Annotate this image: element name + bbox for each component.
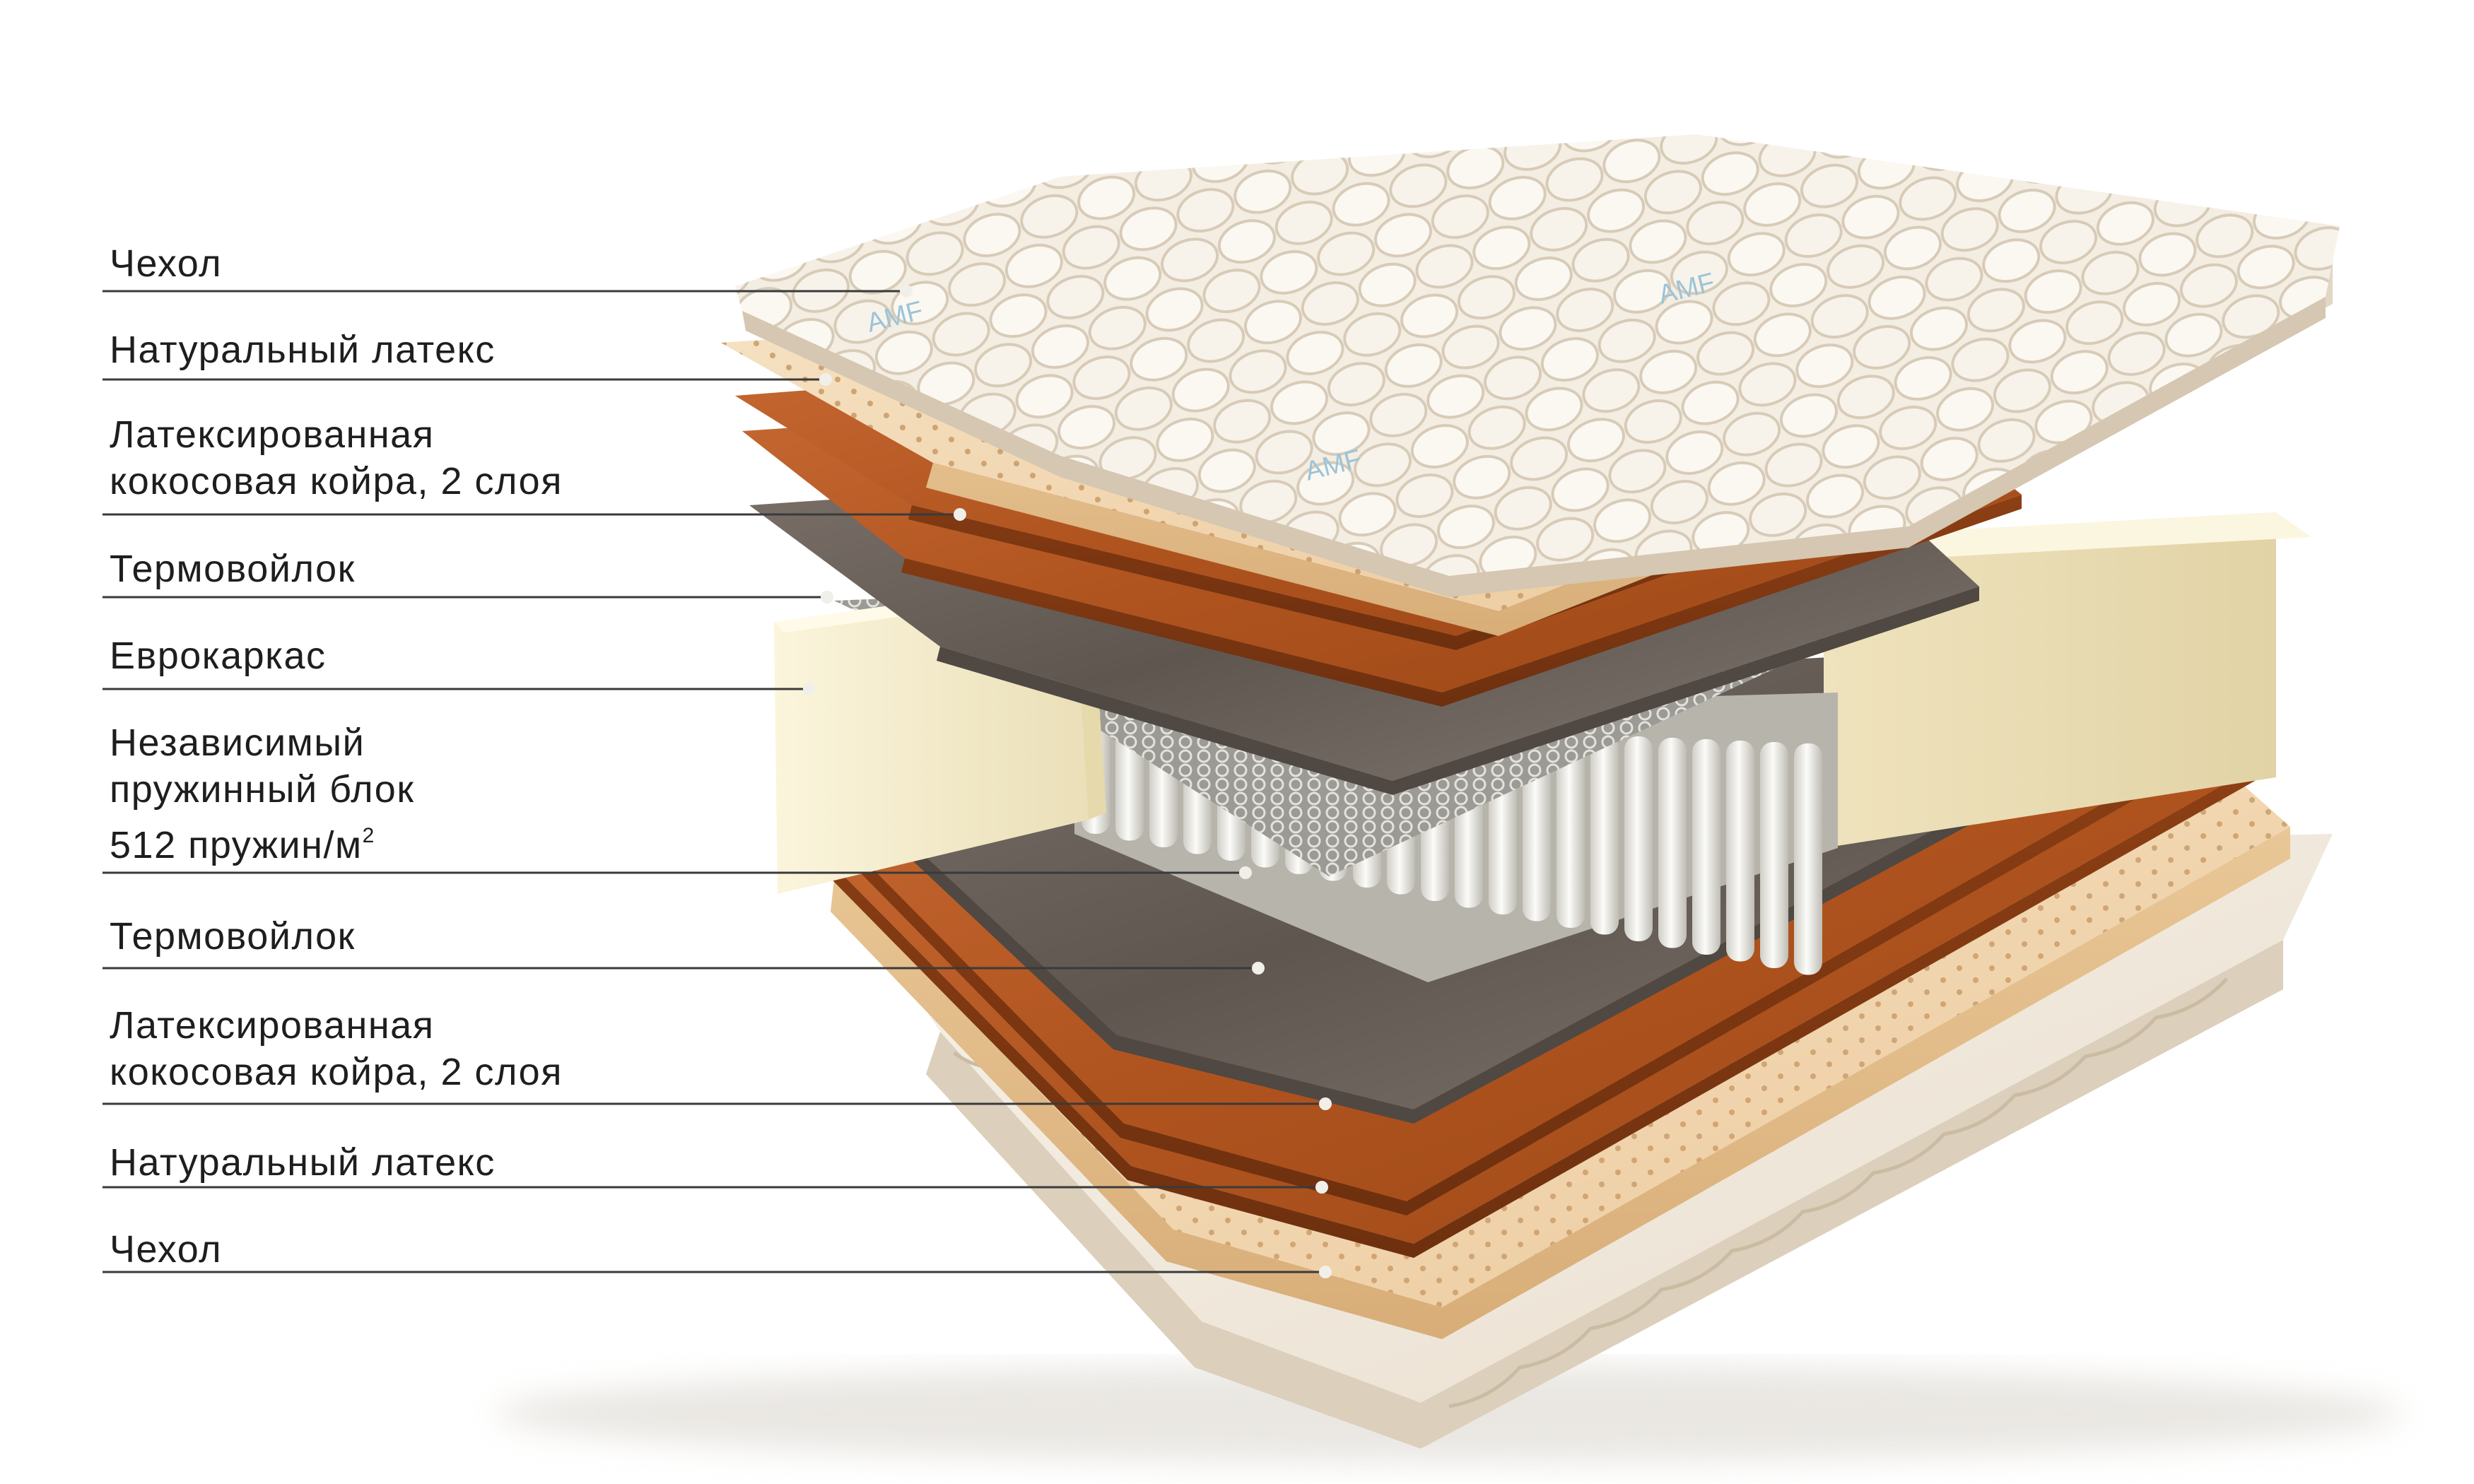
spring-coil: [1726, 741, 1754, 962]
label-cover-top: Чехол: [110, 242, 223, 285]
label-felt-bottom: Термовойлок: [110, 915, 356, 958]
spring-coil: [1794, 743, 1822, 975]
spring-coil: [1590, 735, 1619, 935]
label-eurocase: Еврокаркас: [110, 635, 327, 677]
spring-coil: [1624, 736, 1653, 941]
leader-dot-spring-block: [1239, 866, 1252, 879]
spring-coil: [1658, 738, 1687, 948]
spring-coil: [1556, 734, 1585, 928]
leader-dot-eurocase: [803, 683, 816, 695]
label-latex-bottom: Натуральный латекс: [110, 1141, 496, 1184]
leader-dot-coir-bottom: [1319, 1097, 1332, 1110]
spring-coil: [1692, 739, 1720, 955]
spring-coil: [1760, 742, 1788, 968]
label-felt-top: Термовойлок: [110, 548, 356, 590]
label-coir-bottom: Латексированная кокосовая койра, 2 слоя: [110, 1004, 563, 1093]
label-coir-top: Латексированная кокосовая койра, 2 слоя: [110, 413, 563, 502]
leader-dot-felt-top: [821, 591, 833, 603]
leader-dot-felt-bottom: [1252, 962, 1265, 974]
label-latex-top: Натуральный латекс: [110, 329, 496, 371]
leader-dot-coir-top: [954, 508, 966, 521]
leader-dot-latex-bottom: [1315, 1181, 1328, 1194]
leader-dot-cover-bottom: [1319, 1266, 1332, 1278]
label-cover-bottom: Чехол: [110, 1228, 223, 1271]
label-spring-block: Независимый пружинный блок 512 пружин/м2: [110, 722, 415, 866]
leader-dot-cover-top: [900, 285, 913, 298]
leader-lines: [102, 285, 1332, 1278]
leader-dot-latex-top: [819, 373, 832, 386]
top-cover-layer: AMF AMF AMF: [735, 134, 2340, 597]
